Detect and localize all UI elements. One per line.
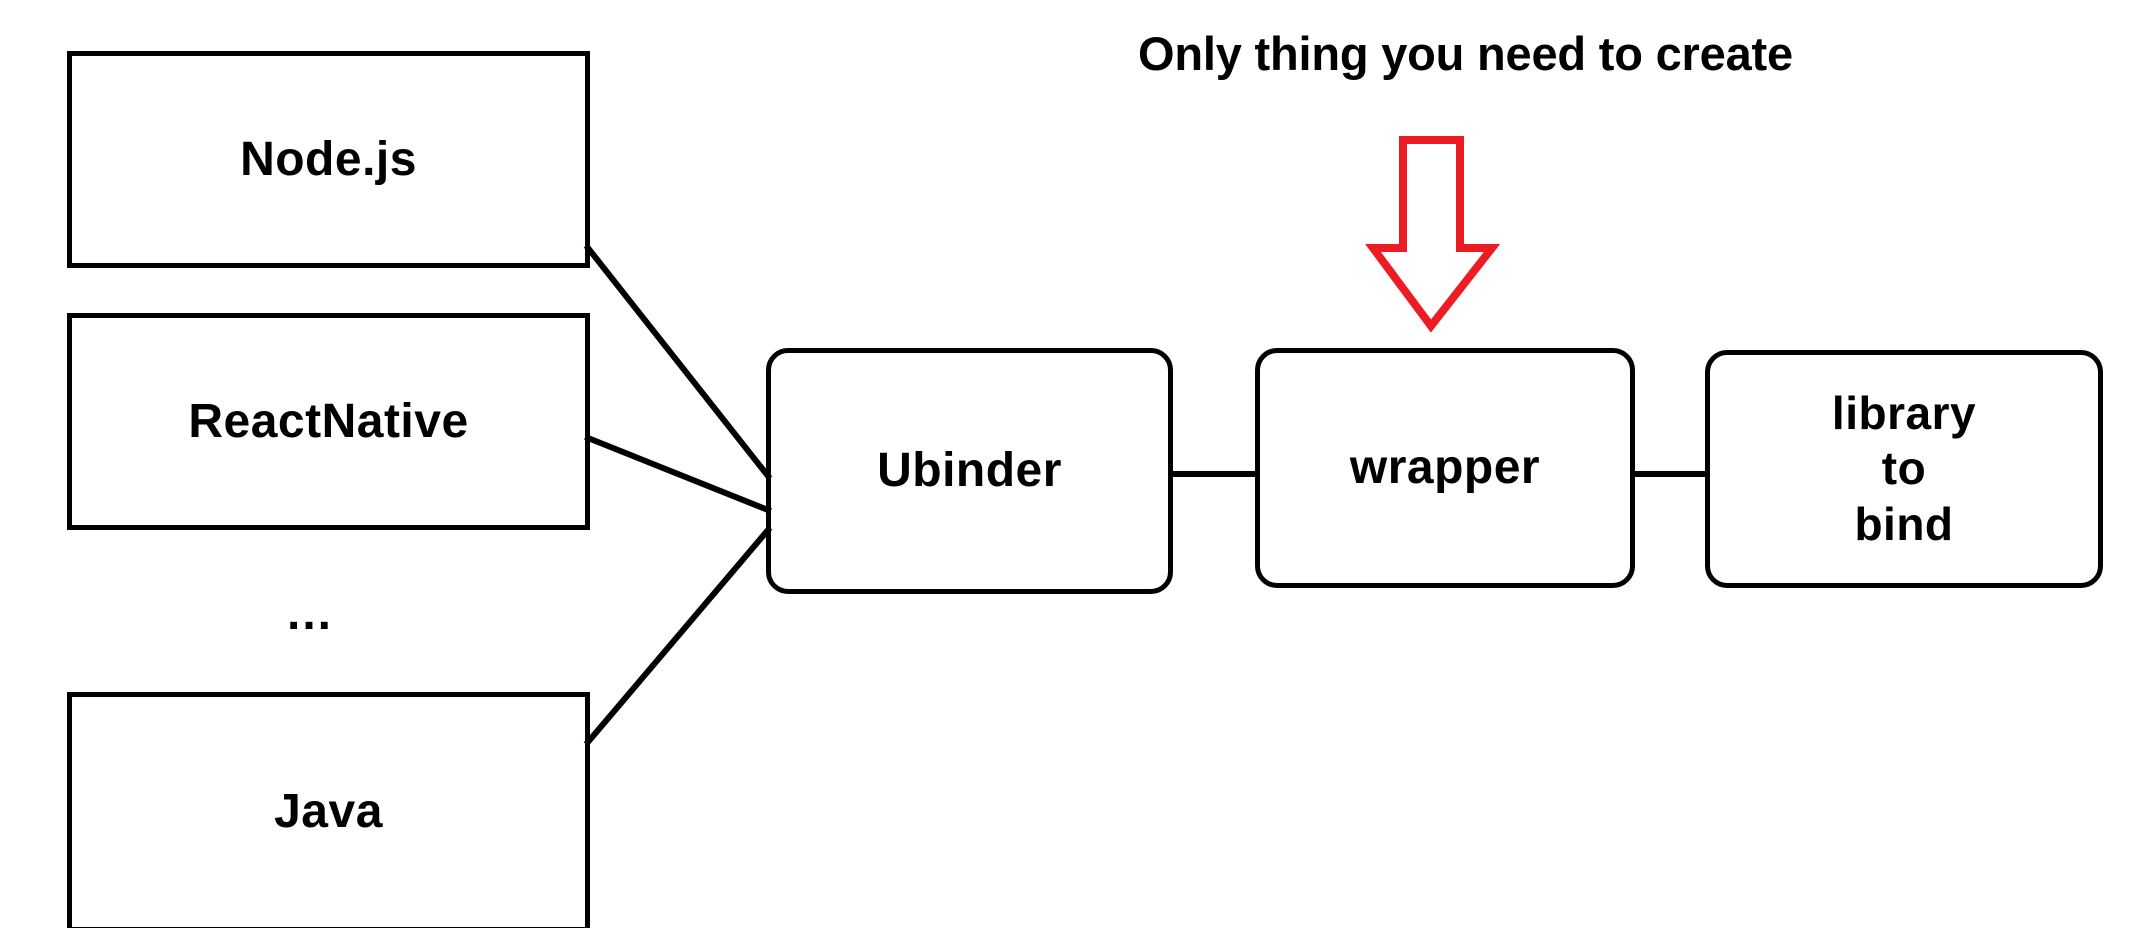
box-library-to-bind[interactable]: library to bind	[1705, 350, 2103, 588]
box-library-to-bind-label: library to bind	[1831, 387, 1977, 550]
box-reactnative[interactable]: ReactNative	[67, 313, 590, 530]
box-nodejs[interactable]: Node.js	[67, 51, 590, 268]
box-java-label: Java	[274, 785, 383, 839]
callout-title: Only thing you need to create	[1138, 27, 1793, 80]
box-nodejs-label: Node.js	[240, 132, 417, 186]
connector-java-ubinder	[583, 525, 773, 747]
connector-reactnative-ubinder	[584, 434, 772, 514]
box-wrapper[interactable]: wrapper	[1255, 348, 1635, 588]
box-ubinder-label: Ubinder	[877, 444, 1062, 498]
box-ubinder[interactable]: Ubinder	[766, 348, 1173, 594]
box-java[interactable]: Java	[67, 692, 590, 928]
ellipsis-label: ...	[286, 586, 333, 640]
connector-nodejs-ubinder	[583, 243, 773, 481]
box-wrapper-label: wrapper	[1349, 441, 1541, 495]
box-reactnative-label: ReactNative	[188, 394, 469, 448]
